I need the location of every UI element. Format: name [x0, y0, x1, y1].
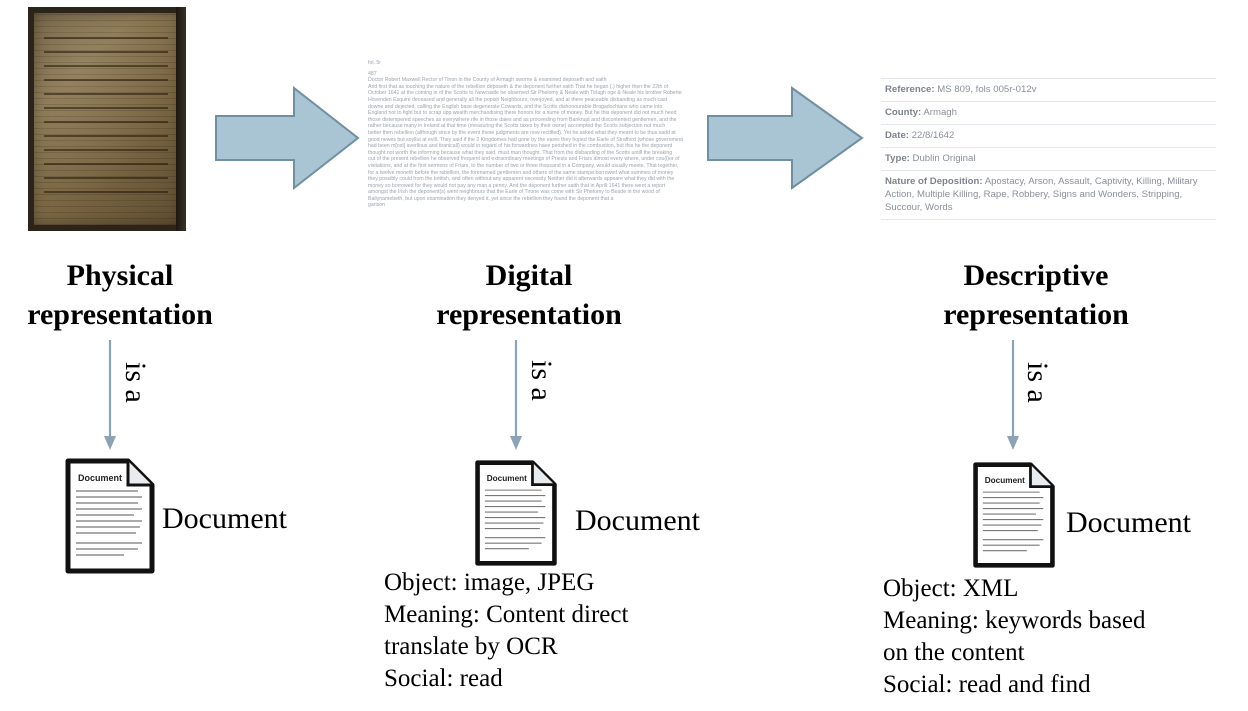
metadata-row-type: Type: Dublin Original — [881, 147, 1216, 170]
document-icon: Document — [64, 457, 156, 575]
metadata-label: Date: — [885, 130, 909, 141]
object-property: Object: XML — [883, 575, 1019, 602]
meaning-property: Meaning: keywords based — [883, 605, 1233, 637]
metadata-panel: Reference: MS 809, fols 005r-012v County… — [881, 78, 1216, 220]
metadata-label: Reference: — [885, 84, 935, 95]
ocr-line: And first that as touching the nature of… — [368, 83, 669, 90]
metadata-value: Armagh — [923, 107, 957, 118]
descriptive-properties: Object: XML Meaning: keywords based on t… — [883, 573, 1233, 701]
metadata-row-reference: Reference: MS 809, fols 005r-012v — [881, 78, 1216, 101]
metadata-value: Dublin Original — [912, 153, 976, 164]
ocr-number: 487 — [368, 70, 377, 77]
document-icon-heading: Document — [78, 473, 122, 483]
metadata-row-date: Date: 22/8/1642 — [881, 124, 1216, 147]
down-arrow-icon — [510, 340, 522, 452]
meaning-word: Meaning: — [883, 607, 979, 634]
right-arrow-icon — [214, 86, 362, 190]
ocr-text-panel: fol. 5r 487 Doctor Robert Maxwell Rector… — [368, 60, 698, 246]
title-line: representation — [436, 298, 622, 331]
ocr-line: Doctor Robert Maxwell Rector of Tinon in… — [368, 77, 607, 84]
meaning-property: Meaning: Content direct — [384, 599, 732, 631]
ocr-line: Hovenden Esquire deceased and generally … — [368, 96, 668, 103]
meaning-word: Content — [486, 601, 566, 628]
meaning-property-continued: on the content — [883, 639, 1025, 666]
meaning-property-continued: translate by OCR — [384, 633, 558, 660]
ocr-line: out of the present rebellion he observed… — [368, 156, 680, 163]
ocr-line: rather because many in Ireland at that t… — [368, 123, 666, 130]
title-line: representation — [27, 298, 213, 331]
meaning-word: direct — [571, 601, 629, 628]
ocr-line: Ballynamebeth, but upon examination they… — [368, 195, 614, 202]
ocr-line: England not to fight but to scrap upp we… — [368, 110, 677, 117]
ocr-line: downe and dejected, calling the English … — [368, 103, 663, 110]
right-arrow-icon — [706, 86, 866, 190]
metadata-label: Nature of Deposition: — [885, 176, 983, 187]
metadata-value: MS 809, fols 005r-012v — [937, 84, 1037, 95]
document-icon: Document — [470, 459, 562, 567]
meaning-word: Meaning: — [384, 601, 480, 628]
ocr-line: better then rebellion (although since by… — [368, 129, 676, 136]
title-line: Digital — [485, 259, 573, 292]
ocr-line: garison — [368, 202, 386, 209]
metadata-label: Type: — [885, 153, 910, 164]
metadata-value: Apostacy, Arson, Assault, Captivity, Kil… — [885, 176, 1198, 213]
ocr-line: good newes but soyllut at evill. They sa… — [368, 136, 683, 143]
ocr-line: money so borrowed for they would not pay… — [368, 182, 666, 189]
down-arrow-icon — [1007, 340, 1019, 452]
social-property: Social: read — [384, 665, 503, 692]
title-line: representation — [943, 298, 1129, 331]
object-property: Object: image, JPEG — [384, 569, 595, 596]
document-icon-heading: Document — [487, 474, 527, 483]
document-icon-heading: Document — [985, 476, 1025, 485]
document-label: Document — [162, 502, 287, 535]
down-arrow-icon — [104, 340, 116, 452]
document-label: Document — [575, 504, 700, 537]
ocr-line: amongst the Irish the deponent(s) went n… — [368, 189, 660, 196]
ocr-line: thought not worth the informing because … — [368, 149, 673, 156]
is-a-label: is a — [525, 360, 558, 401]
document-icon: Document — [968, 461, 1060, 569]
metadata-row-county: County: Armagh — [881, 101, 1216, 124]
title-line: Descriptive — [963, 259, 1109, 292]
metadata-value: 22/8/1642 — [911, 130, 955, 141]
descriptive-title: Descriptive representation — [916, 256, 1156, 334]
meaning-word: keywords — [985, 607, 1083, 634]
metadata-row-nature: Nature of Deposition: Apostacy, Arson, A… — [881, 170, 1216, 220]
title-line: Physical — [66, 259, 174, 292]
is-a-label: is a — [119, 362, 152, 403]
meaning-word: based — [1088, 607, 1146, 634]
digital-properties: Object: image, JPEG Meaning: Content dir… — [384, 567, 732, 695]
ocr-line: had been m[ost] averllous and tiranicall… — [368, 143, 673, 150]
ocr-line: October 1641 at the coming in of the Sco… — [368, 90, 682, 97]
physical-title: Physical representation — [0, 256, 240, 334]
social-property: Social: read and find — [883, 671, 1091, 698]
metadata-label: County: — [885, 107, 922, 118]
ocr-line: those distempered speeches as everywhere… — [368, 116, 677, 123]
ocr-line: for a twelve moneth before the rebellion… — [368, 169, 674, 176]
ocr-folio-header: fol. 5r — [368, 60, 381, 66]
manuscript-image — [28, 7, 186, 231]
ocr-line: visitations, and at the first sermons of… — [368, 162, 679, 169]
ocr-line: they possibly could from the brittish, a… — [368, 176, 675, 183]
is-a-label: is a — [1021, 362, 1054, 403]
digital-title: Digital representation — [409, 256, 649, 334]
document-label: Document — [1066, 506, 1191, 539]
